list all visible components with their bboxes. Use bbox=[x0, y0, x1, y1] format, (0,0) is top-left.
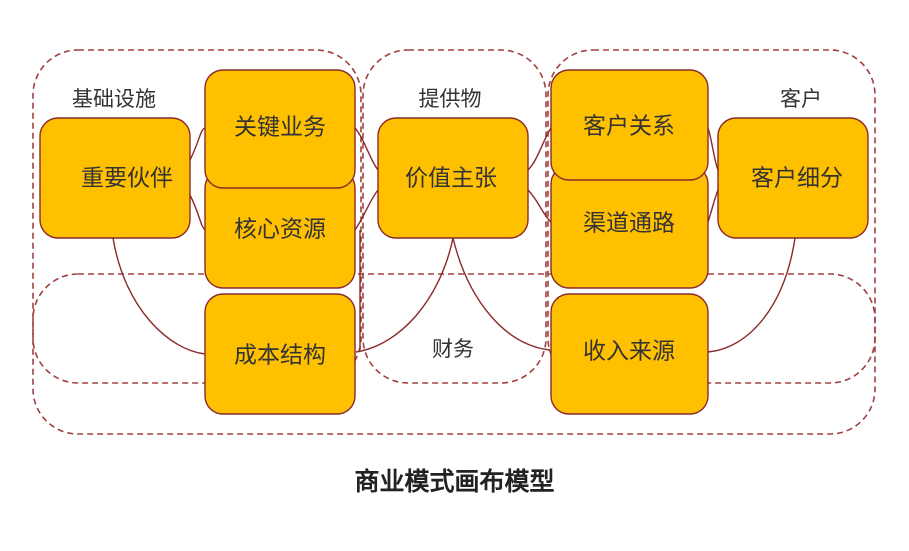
connector-value-to-channels bbox=[527, 189, 552, 223]
key-partners-label: 重要伙伴 bbox=[81, 166, 173, 192]
finance-group-label: 财务 bbox=[432, 337, 474, 361]
connector-value-to-cost bbox=[355, 237, 454, 353]
customer-segments-label: 客户细分 bbox=[751, 166, 843, 192]
connector-segments-to-revenue bbox=[707, 237, 796, 353]
value-proposition-label: 价值主张 bbox=[405, 166, 497, 192]
connector-activities-to-value bbox=[354, 127, 379, 171]
infrastructure-group-label: 基础设施 bbox=[72, 87, 156, 111]
offering-group-label: 提供物 bbox=[419, 87, 482, 111]
diagram-caption: 商业模式画布模型 bbox=[354, 467, 555, 496]
connector-partners-to-activities bbox=[189, 127, 206, 161]
connector-value-to-relationships bbox=[527, 127, 552, 171]
connector-relationships-to-segments bbox=[707, 127, 719, 171]
key-activities-label: 关键业务 bbox=[234, 115, 326, 141]
channels-label: 渠道通路 bbox=[583, 211, 675, 237]
key-resources-label: 核心资源 bbox=[234, 217, 326, 243]
key-partners-box bbox=[39, 117, 191, 239]
customer-group-outline bbox=[547, 49, 876, 384]
customer-segments-box bbox=[717, 117, 869, 239]
revenue-streams-box bbox=[550, 293, 709, 415]
revenue-streams-label: 收入来源 bbox=[583, 339, 675, 365]
finance-group-outline bbox=[32, 273, 876, 435]
value-proposition-box bbox=[377, 117, 529, 239]
connector-partners-to-cost bbox=[112, 237, 206, 355]
cost-structure-box bbox=[204, 293, 356, 415]
cost-structure-label: 成本结构 bbox=[234, 343, 326, 369]
infrastructure-group-outline bbox=[32, 49, 362, 384]
key-activities-box bbox=[204, 69, 356, 189]
customer-relationships-label: 客户关系 bbox=[583, 114, 675, 140]
customer-relationships-box bbox=[550, 69, 709, 181]
connector-partners-to-resources bbox=[189, 194, 206, 231]
connector-channels-to-segments bbox=[707, 189, 719, 223]
customer-group-label: 客户 bbox=[780, 87, 822, 111]
connector-value-to-revenue bbox=[452, 237, 551, 351]
connector-resources-to-value bbox=[354, 189, 379, 231]
